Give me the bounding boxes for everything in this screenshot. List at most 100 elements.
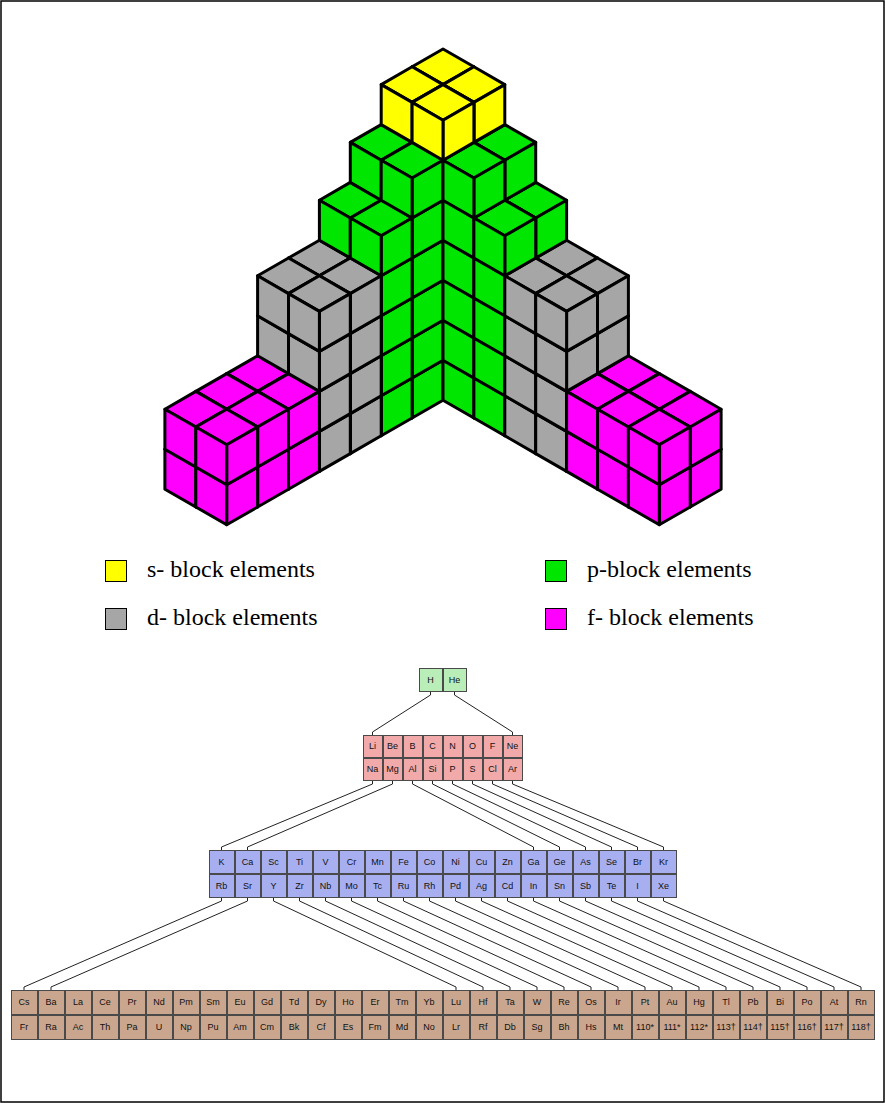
element-symbol: Md [396, 1023, 409, 1032]
element-cell: Db [497, 1015, 524, 1040]
element-cell: Be [383, 735, 403, 758]
element-cell: V [313, 850, 339, 874]
element-symbol: Lu [451, 998, 461, 1007]
element-cell: Cr [339, 850, 365, 874]
cube-face [258, 409, 289, 467]
legend-text: f- block elements [587, 604, 754, 631]
element-symbol: Xe [658, 882, 669, 891]
element-cell: Rn [848, 990, 875, 1015]
element-cell: Fm [362, 1015, 389, 1040]
element-cell: Re [551, 990, 578, 1015]
element-cell: Gd [254, 990, 281, 1015]
element-symbol: 113† [716, 1023, 735, 1032]
element-symbol: I [636, 882, 639, 891]
element-symbol: At [830, 998, 839, 1007]
cube-face [350, 276, 381, 334]
element-cell: Td [281, 990, 308, 1015]
tier-link [534, 898, 727, 990]
element-cell: C [423, 735, 443, 758]
element-symbol: Ne [507, 742, 519, 751]
element-cell: Cd [495, 874, 521, 898]
element-symbol: Rb [216, 882, 228, 891]
tier-link [473, 781, 612, 850]
element-cell: Bk [281, 1015, 308, 1040]
element-symbol: C [429, 742, 436, 751]
tier-link [612, 898, 808, 990]
tier-link [222, 781, 373, 850]
tier-link [352, 898, 538, 990]
element-cell: P [443, 758, 463, 781]
element-cell: Br [625, 850, 651, 874]
element-symbol: Y [270, 882, 276, 891]
block-cube [196, 409, 258, 485]
tier-link [413, 781, 534, 850]
element-symbol: 118† [851, 1023, 870, 1032]
element-symbol: Th [100, 1023, 111, 1032]
element-symbol: Se [606, 858, 617, 867]
element-symbol: Sr [243, 882, 252, 891]
tier-link [638, 898, 835, 990]
cube-face [474, 160, 505, 218]
cube-face [258, 276, 289, 334]
element-symbol: Cr [347, 858, 357, 867]
element-cell: Sb [573, 874, 599, 898]
tier-link [455, 692, 513, 735]
element-symbol: Pa [126, 1023, 137, 1032]
element-symbol: Rh [424, 882, 436, 891]
element-cell: Nd [146, 990, 173, 1015]
cube-face [443, 102, 474, 160]
tier-link [586, 898, 781, 990]
tier-link [493, 781, 638, 850]
element-cell: 116† [794, 1015, 821, 1040]
element-cell: Ac [65, 1015, 92, 1040]
element-symbol: Br [633, 858, 642, 867]
element-cell: Th [92, 1015, 119, 1040]
cube-face [628, 427, 659, 485]
element-cell: Sc [261, 850, 287, 874]
element-cell: K [209, 850, 235, 874]
element-symbol: Yb [423, 998, 434, 1007]
element-cell: Ga [521, 850, 547, 874]
element-symbol: Bi [776, 998, 784, 1007]
element-symbol: Np [180, 1023, 192, 1032]
cube-face [319, 200, 350, 258]
cube-face [381, 160, 412, 218]
element-symbol: 110* [636, 1023, 654, 1032]
element-symbol: Ge [553, 858, 565, 867]
element-cell: Pt [632, 990, 659, 1015]
element-cell: Ce [92, 990, 119, 1015]
cube-face [227, 427, 258, 485]
element-cell: Pm [173, 990, 200, 1015]
element-symbol: La [73, 998, 83, 1007]
element-symbol: Ba [45, 998, 56, 1007]
element-symbol: Na [367, 765, 379, 774]
element-cell: Mt [605, 1015, 632, 1040]
element-symbol: Fm [369, 1023, 382, 1032]
element-symbol: Sb [580, 882, 591, 891]
element-symbol: W [533, 998, 542, 1007]
element-symbol: S [469, 765, 475, 774]
element-cell: Zn [495, 850, 521, 874]
tier-link [433, 781, 560, 850]
element-cell: Fe [391, 850, 417, 874]
element-cell: Cl [483, 758, 503, 781]
element-symbol: Sc [268, 858, 279, 867]
tier-link [274, 898, 457, 990]
element-symbol: Ar [508, 765, 517, 774]
tier-link [560, 898, 754, 990]
block-cube [412, 85, 474, 161]
element-symbol: Eu [234, 998, 245, 1007]
element-cell: Ni [443, 850, 469, 874]
element-cell: B [403, 735, 423, 758]
element-symbol: Pd [450, 882, 461, 891]
element-cell: Rb [209, 874, 235, 898]
element-cell: Cf [308, 1015, 335, 1040]
element-symbol: Be [387, 742, 398, 751]
tier-link [456, 898, 646, 990]
element-cell: 112* [686, 1015, 713, 1040]
element-cell: Tc [365, 874, 391, 898]
element-cell: 113† [713, 1015, 740, 1040]
cube-face [319, 294, 350, 352]
element-symbol: Tc [373, 882, 382, 891]
